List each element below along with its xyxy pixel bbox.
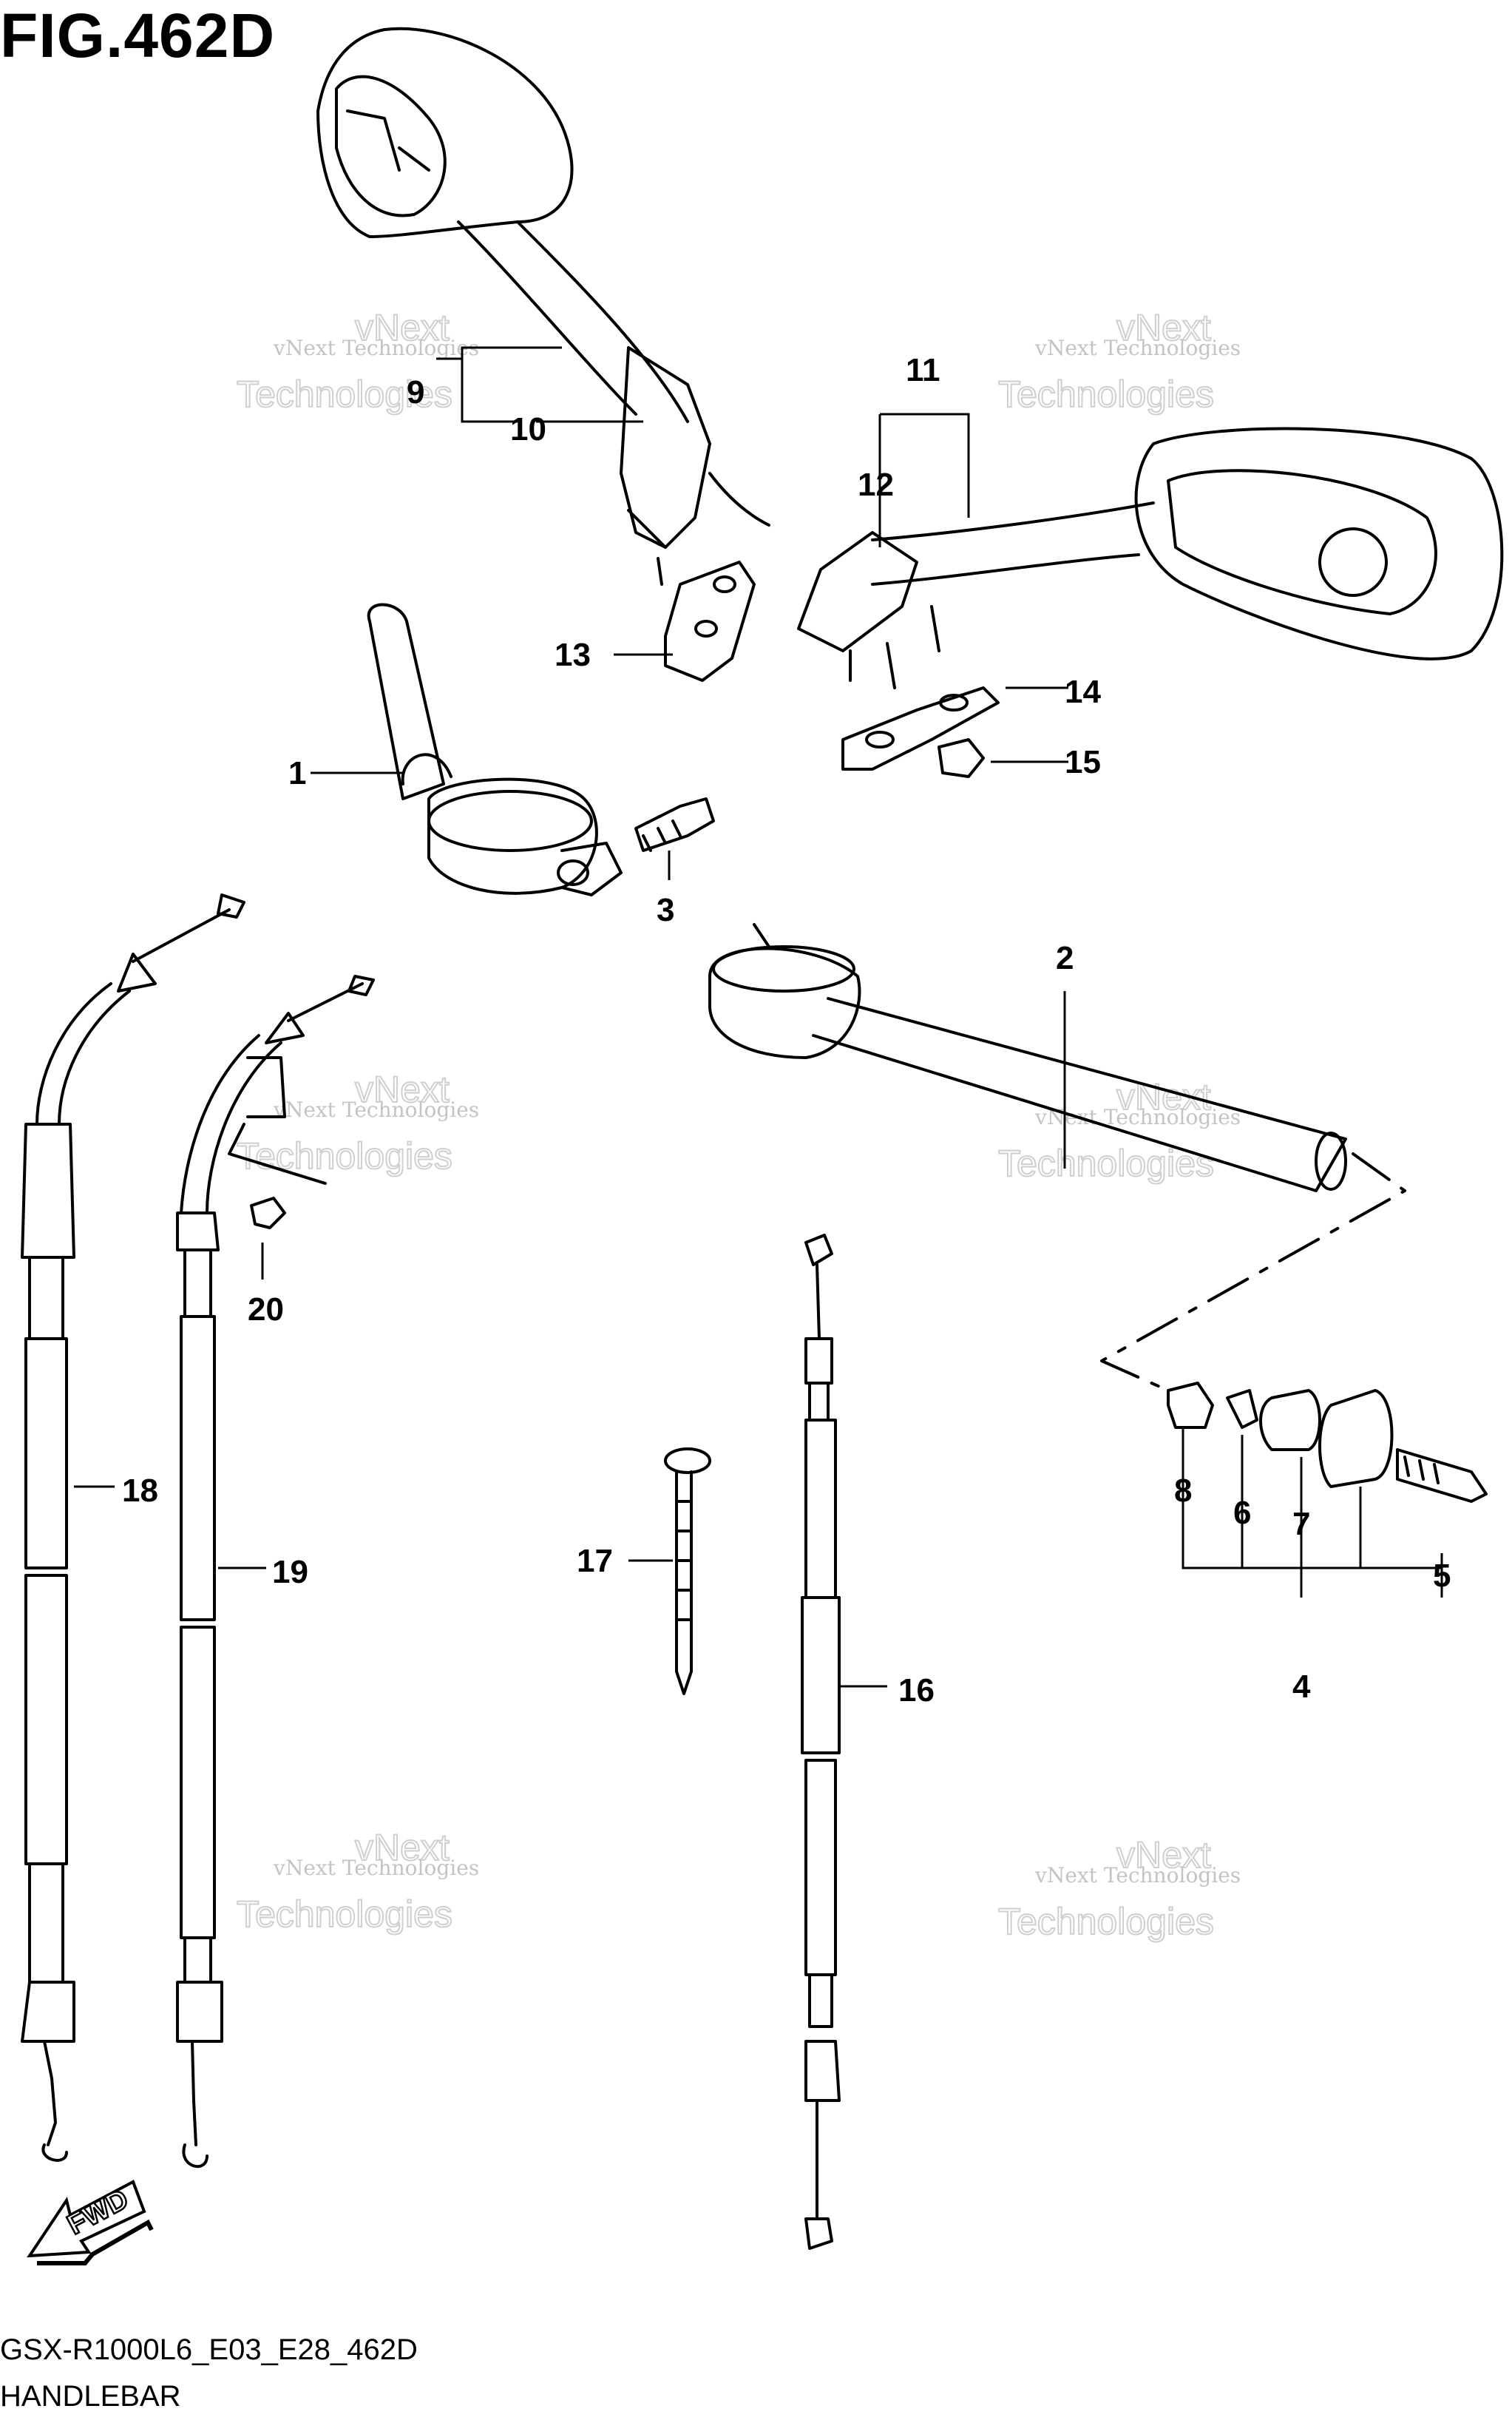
callout-13: 13 bbox=[555, 637, 591, 673]
watermark-large-top: vNext bbox=[355, 1827, 450, 1868]
callout-18: 18 bbox=[122, 1473, 158, 1509]
watermark-large-top: vNext bbox=[1116, 307, 1211, 348]
watermark-large-bottom: Technologies bbox=[237, 1893, 452, 1935]
watermark-large-bottom: Technologies bbox=[237, 374, 452, 415]
part-16-clutch-cable bbox=[801, 1234, 841, 2250]
section-name-caption: HANDLEBAR bbox=[0, 2380, 181, 2413]
callout-19: 19 bbox=[272, 1554, 308, 1590]
callout-6: 6 bbox=[1233, 1495, 1251, 1531]
callout-8: 8 bbox=[1174, 1473, 1192, 1509]
part-19-throttle-cable bbox=[176, 975, 375, 2169]
watermark-small: vNext Technologies bbox=[1034, 1863, 1241, 1887]
callout-2: 2 bbox=[1056, 940, 1074, 976]
callout-4: 4 bbox=[1292, 1669, 1311, 1705]
figure-title: FIG.462D bbox=[0, 1, 276, 70]
callout-10: 10 bbox=[510, 411, 546, 447]
callout-11: 11 bbox=[906, 352, 940, 388]
part-13-bracket bbox=[664, 561, 756, 682]
watermark-large-top: vNext bbox=[1116, 1834, 1211, 1876]
left-mirror-assembly bbox=[316, 27, 770, 586]
bar-end-weight-parts bbox=[1167, 1382, 1488, 1503]
watermark-group: vNext vNext Technologies Technologies vN… bbox=[236, 306, 1241, 1943]
right-mirror-assembly bbox=[797, 427, 1504, 689]
part-17-cable-tie bbox=[664, 1447, 711, 1695]
callout-12: 12 bbox=[858, 467, 894, 503]
watermark-large-top: vNext bbox=[355, 1069, 450, 1110]
watermark: vNext vNext Technologies Technologies bbox=[236, 1068, 479, 1177]
part-15-nut bbox=[938, 738, 985, 778]
part-20-screw bbox=[250, 1197, 286, 1229]
watermark-small: vNext Technologies bbox=[273, 336, 479, 360]
callout-16: 16 bbox=[898, 1672, 935, 1708]
leader-dashed bbox=[1100, 1152, 1406, 1392]
watermark: vNext vNext Technologies Technologies bbox=[236, 1826, 479, 1936]
watermark: vNext vNext Technologies Technologies bbox=[997, 306, 1241, 416]
callout-15: 15 bbox=[1065, 744, 1101, 780]
watermark-small: vNext Technologies bbox=[1034, 1105, 1241, 1129]
watermark: vNext vNext Technologies Technologies bbox=[997, 1833, 1241, 1943]
callout-1: 1 bbox=[288, 755, 306, 791]
callout-17: 17 bbox=[577, 1543, 613, 1579]
watermark: vNext vNext Technologies Technologies bbox=[236, 306, 479, 416]
part-1-left-handlebar bbox=[367, 603, 623, 896]
watermark-large-bottom: Technologies bbox=[998, 1901, 1214, 1942]
watermark-small: vNext Technologies bbox=[273, 1856, 479, 1880]
leader-lines bbox=[74, 346, 1443, 1688]
part-14-bracket bbox=[841, 686, 1000, 771]
callout-3: 3 bbox=[657, 892, 674, 928]
watermark-small: vNext Technologies bbox=[273, 1098, 479, 1122]
callout-14: 14 bbox=[1065, 674, 1101, 710]
forward-direction-badge: FWD bbox=[27, 2180, 154, 2265]
callout-9: 9 bbox=[407, 374, 424, 410]
watermark-large-bottom: Technologies bbox=[237, 1135, 452, 1177]
watermark-large-top: vNext bbox=[355, 307, 450, 348]
callout-5: 5 bbox=[1433, 1558, 1451, 1594]
callout-labels: 1 2 3 4 5 6 7 8 9 10 11 12 13 14 15 16 1… bbox=[122, 352, 1451, 1708]
part-3-bolt bbox=[634, 797, 715, 852]
callout-20: 20 bbox=[248, 1291, 284, 1328]
watermark-small: vNext Technologies bbox=[1034, 336, 1241, 360]
model-code-caption: GSX-R1000L6_E03_E28_462D bbox=[0, 2333, 418, 2366]
part-18-throttle-cable bbox=[21, 893, 245, 2162]
callout-7: 7 bbox=[1292, 1506, 1310, 1542]
watermark-large-bottom: Technologies bbox=[998, 374, 1214, 415]
